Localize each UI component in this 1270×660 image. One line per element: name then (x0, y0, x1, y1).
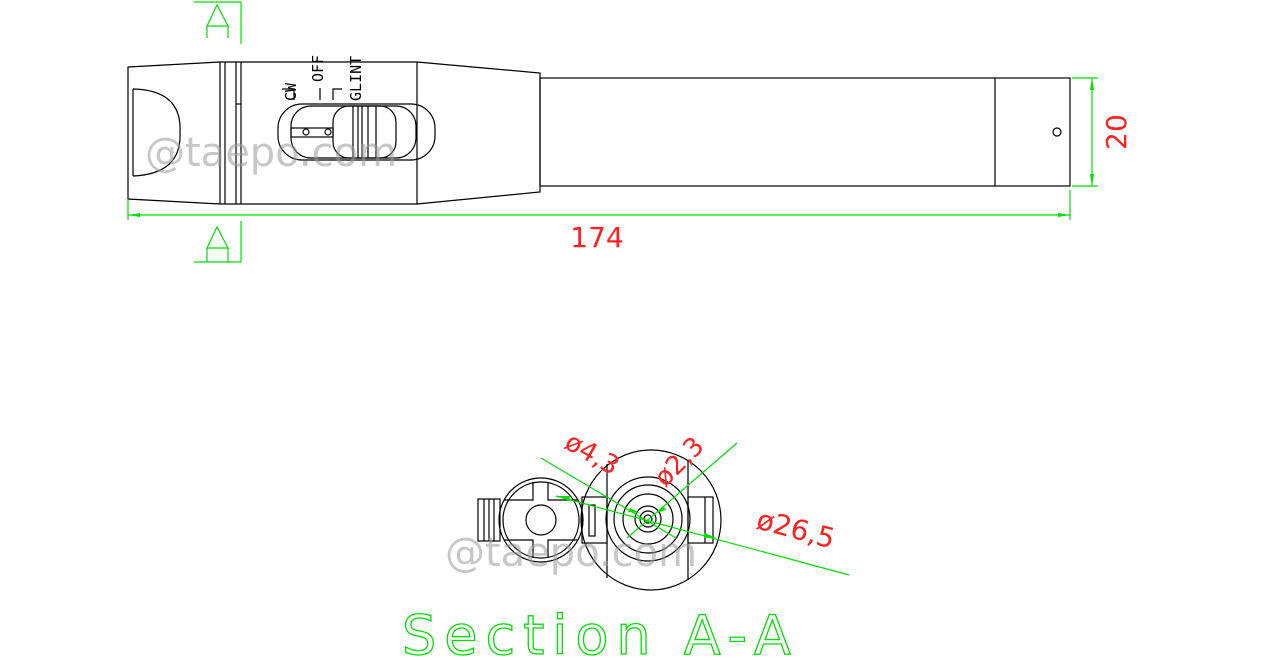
hole-icon (1052, 127, 1062, 137)
section-marker-bottom: A (194, 221, 242, 263)
switch-label-glint: GLINT (347, 56, 365, 101)
section-title: Section A-A (402, 604, 799, 660)
switch-label-off: OFF (309, 55, 327, 82)
mode-switch: CW OFF GLINT (277, 55, 436, 161)
length-dimension: 174 (127, 190, 1071, 254)
section-dim-center: ø2,3 (649, 431, 711, 493)
watermark: @taepo.com (145, 130, 397, 176)
length-value: 174 (570, 221, 623, 254)
section-view (477, 449, 722, 591)
flashlight-side-view (127, 61, 1071, 205)
watermark: @taepo.com (445, 530, 697, 576)
switch-label-cw: CW (282, 82, 300, 101)
section-marker-top: A (194, 1, 242, 44)
section-dim-outer: ø26,5 (753, 503, 838, 555)
diameter-value: 20 (1100, 114, 1133, 150)
diameter-dimension: 20 (1072, 77, 1133, 187)
section-dim-small: ø4,3 (560, 427, 625, 482)
